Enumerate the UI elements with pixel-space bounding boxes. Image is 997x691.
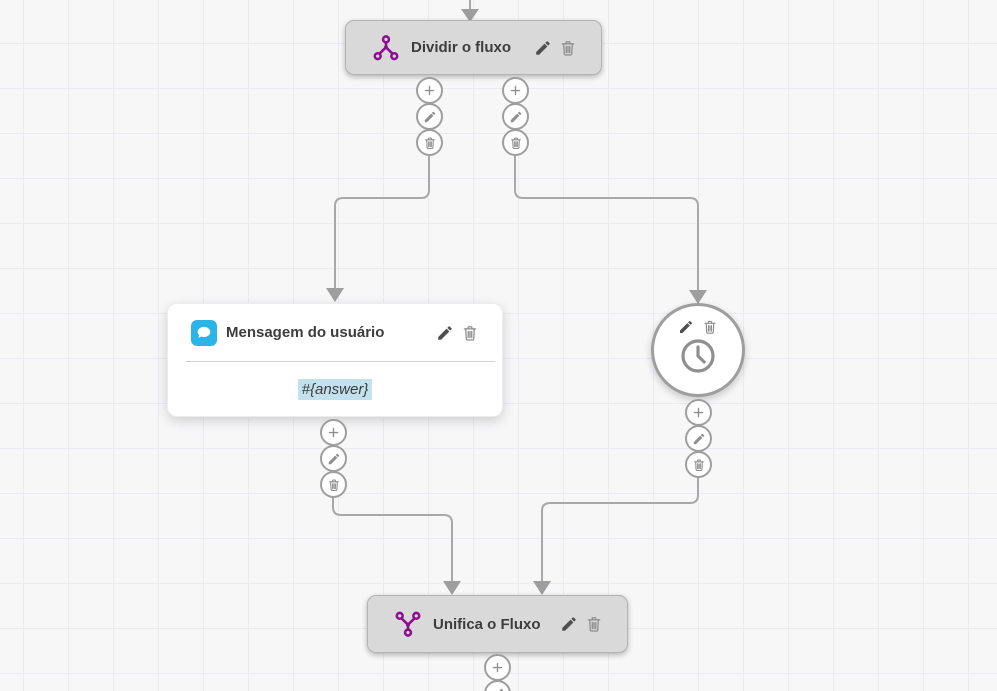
arrowhead-message-into-merge-node <box>443 581 461 595</box>
arrowhead-into-split-node <box>461 9 479 22</box>
chat-bubble-icon <box>191 319 217 346</box>
trash-icon[interactable] <box>685 451 712 478</box>
variable-chip[interactable]: #{answer} <box>297 378 373 400</box>
pencil-icon[interactable] <box>416 103 443 130</box>
trash-icon[interactable] <box>702 319 718 335</box>
split-node-title: Dividir o fluxo <box>411 39 512 56</box>
trash-icon[interactable] <box>502 129 529 156</box>
merge-node-title: Unifica o Fluxo <box>433 615 541 633</box>
user-message-title: Mensagem do usuário <box>226 324 385 341</box>
pencil-icon[interactable] <box>502 103 529 130</box>
merge-flow-node[interactable]: Unifica o Fluxo <box>367 595 628 653</box>
trash-icon[interactable] <box>320 471 347 498</box>
clock-icon <box>678 336 718 376</box>
plus-icon[interactable] <box>320 419 347 446</box>
pencil-icon[interactable] <box>320 445 347 472</box>
user-message-header: Mensagem do usuário <box>168 304 502 361</box>
trash-icon[interactable] <box>559 39 577 57</box>
timer-node[interactable] <box>651 303 745 397</box>
pencil-icon[interactable] <box>436 324 454 342</box>
arrowhead-into-timer-node <box>689 290 707 304</box>
plus-icon[interactable] <box>685 399 712 426</box>
pencil-icon[interactable] <box>560 615 578 633</box>
pencil-icon[interactable] <box>534 39 552 57</box>
trash-icon[interactable] <box>461 324 479 342</box>
connector-split-to-message <box>334 156 430 289</box>
plus-icon[interactable] <box>416 77 443 104</box>
plus-icon[interactable] <box>502 77 529 104</box>
split-flow-icon <box>372 34 400 62</box>
user-message-body: #{answer} <box>168 362 502 416</box>
timer-node-actions <box>678 319 718 335</box>
connector-split-to-timer <box>514 156 699 291</box>
connector-message-to-merge <box>332 497 453 582</box>
plus-icon[interactable] <box>484 654 511 681</box>
pencil-icon[interactable] <box>685 425 712 452</box>
arrowhead-timer-into-merge-node <box>533 581 551 595</box>
divider <box>186 361 495 362</box>
connector-timer-to-merge <box>541 477 699 582</box>
trash-icon[interactable] <box>585 615 603 633</box>
trash-icon[interactable] <box>416 129 443 156</box>
split-flow-node[interactable]: Dividir o fluxo <box>345 20 602 75</box>
pencil-icon[interactable] <box>678 319 694 335</box>
user-message-node[interactable]: Mensagem do usuário #{answer} <box>167 303 503 417</box>
arrowhead-into-message-node <box>326 288 344 302</box>
merge-flow-icon <box>394 610 422 638</box>
